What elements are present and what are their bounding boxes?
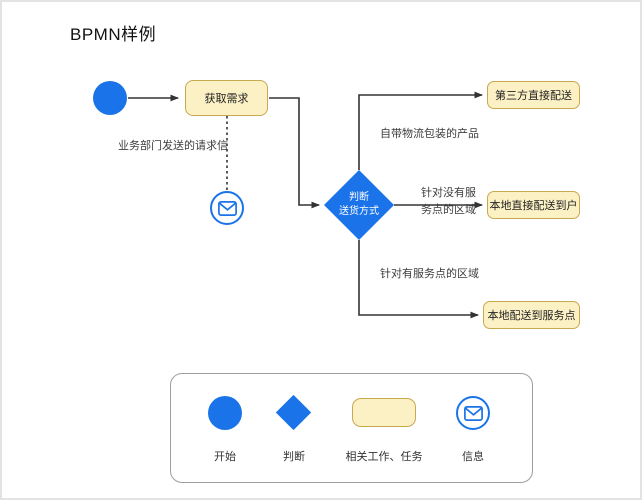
legend-label-task: 相关工作、任务 bbox=[345, 451, 423, 463]
legend-start-circle bbox=[208, 396, 242, 430]
gateway-label: 判断 送货方式 bbox=[324, 191, 394, 218]
message-event-circle bbox=[210, 191, 244, 225]
task-local-delivery-home: 本地直接配送到户 bbox=[487, 191, 580, 219]
task-local-delivery-service-point: 本地配送到服务点 bbox=[483, 301, 580, 329]
legend: 开始 判断 相关工作、任务 信息 bbox=[170, 373, 533, 483]
legend-task-rect bbox=[352, 398, 416, 427]
legend-decision-diamond bbox=[275, 394, 312, 431]
gateway-label-line1: 判断 bbox=[349, 192, 369, 203]
edge-task-to-gateway bbox=[269, 97, 320, 209]
start-event-circle bbox=[93, 81, 127, 115]
legend-label-start: 开始 bbox=[214, 451, 236, 463]
gateway-label-line2: 送货方式 bbox=[339, 205, 379, 217]
envelope-icon bbox=[463, 405, 483, 421]
edge-label-request-letter: 业务部门发送的请求信 bbox=[118, 140, 228, 152]
task-get-requirements: 获取需求 bbox=[185, 80, 268, 116]
legend-message-circle bbox=[456, 396, 490, 430]
diagram-title: BPMN样例 bbox=[70, 25, 157, 44]
edge-label-has-service-point: 针对有服务点的区域 bbox=[380, 268, 479, 280]
envelope-icon bbox=[217, 200, 237, 216]
edge-label-no-service-point: 针对没有服务点的区域 bbox=[421, 187, 476, 216]
legend-label-message: 信息 bbox=[462, 451, 484, 463]
legend-label-decision: 判断 bbox=[283, 451, 305, 463]
task-third-party-delivery: 第三方直接配送 bbox=[487, 81, 580, 109]
edge-label-own-packaging: 自带物流包装的产品 bbox=[380, 128, 479, 140]
